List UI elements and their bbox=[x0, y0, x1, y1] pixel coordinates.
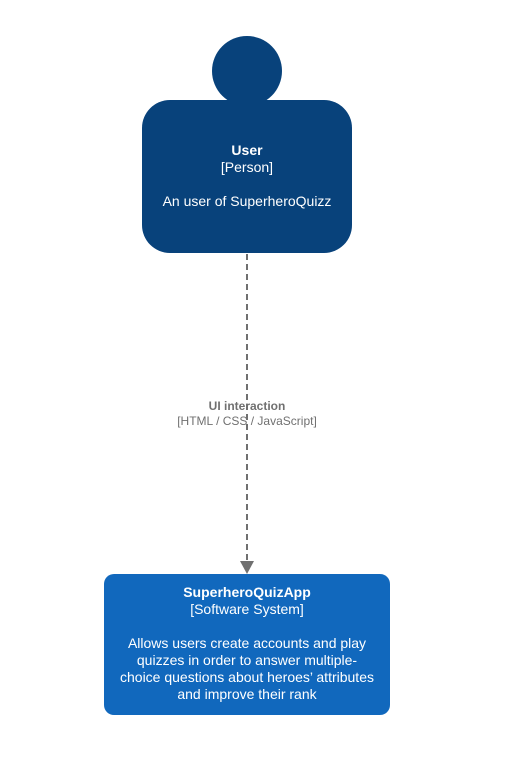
person-name: User bbox=[231, 142, 263, 158]
software-system-node[interactable]: SuperheroQuizApp [Software System] Allow… bbox=[104, 574, 390, 715]
person-description: An user of SuperheroQuizz bbox=[162, 193, 332, 209]
person-head-icon bbox=[212, 36, 282, 106]
person-type: [Person] bbox=[220, 159, 274, 175]
system-type: [Software System] bbox=[190, 601, 304, 617]
person-user-node[interactable]: User [Person] An user of SuperheroQuizz bbox=[142, 100, 352, 253]
relationship-title: UI interaction bbox=[208, 399, 286, 413]
relationship-technology: [HTML / CSS / JavaScript] bbox=[177, 414, 317, 428]
system-name: SuperheroQuizApp bbox=[183, 584, 311, 600]
relationship-label: UI interaction [HTML / CSS / JavaScript] bbox=[147, 399, 347, 429]
arrowhead-icon bbox=[240, 561, 254, 574]
system-description: Allows users create accounts and play qu… bbox=[120, 635, 374, 702]
